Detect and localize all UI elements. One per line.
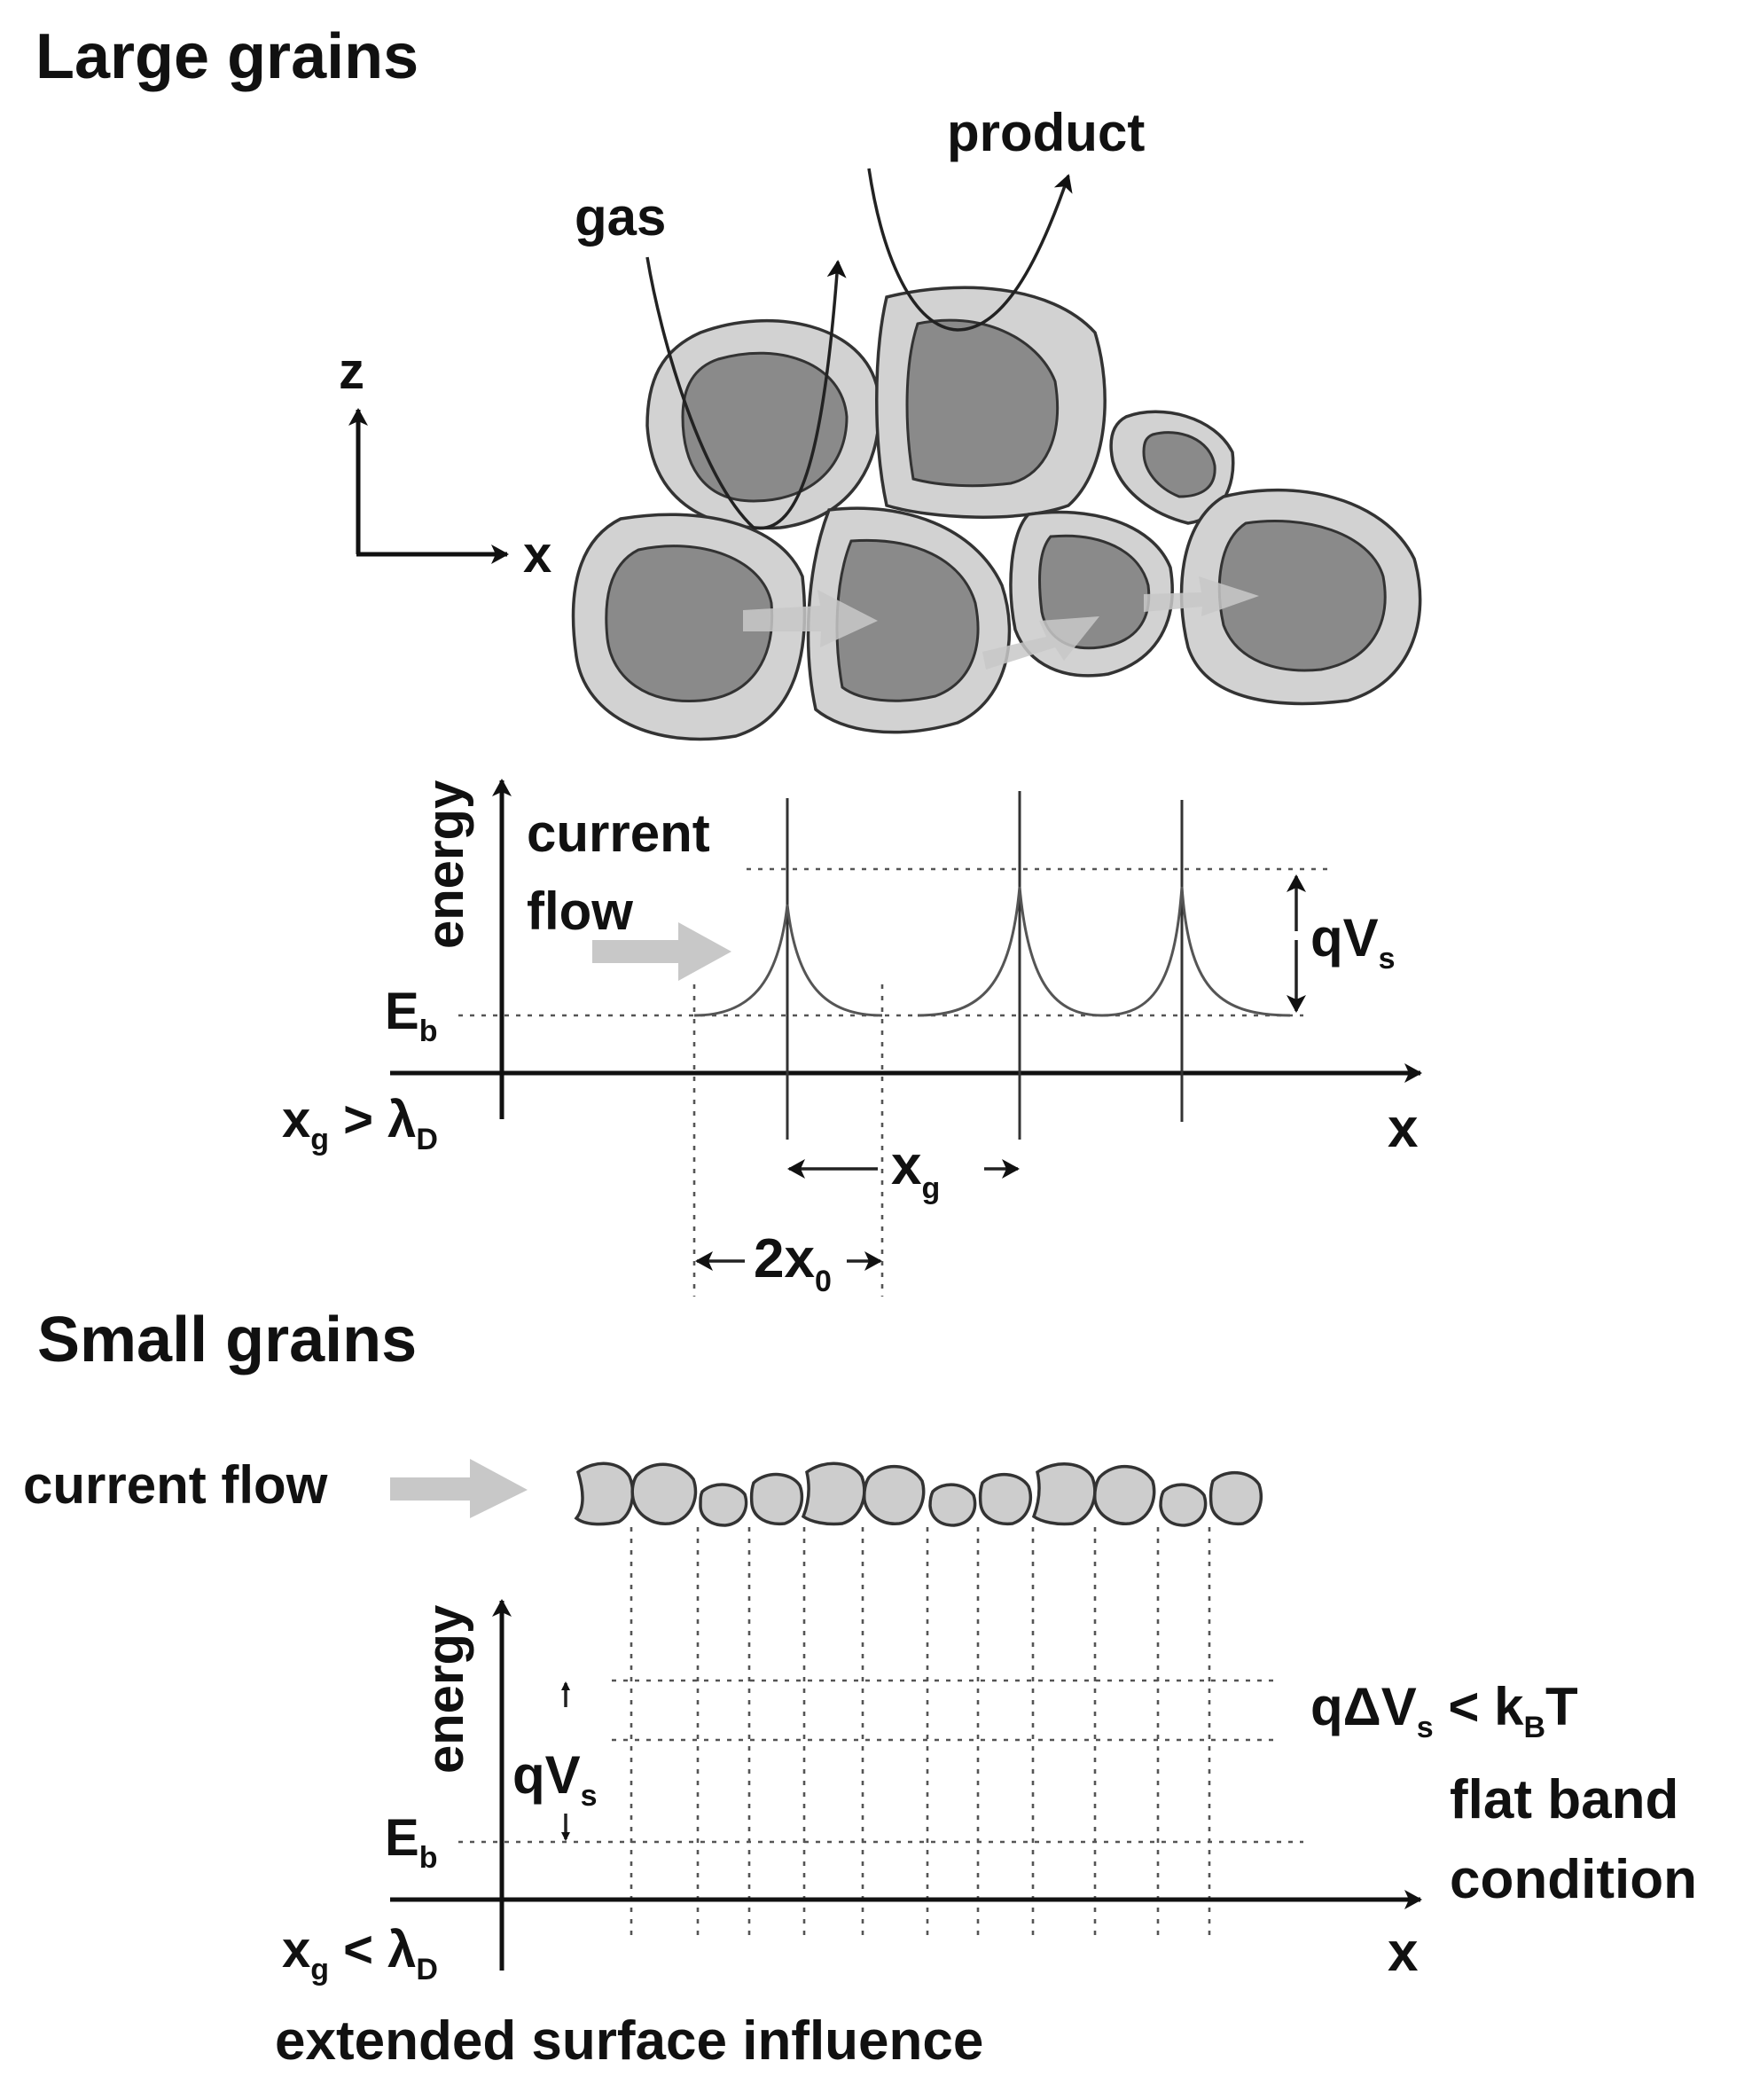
- x-axis-label-small: x: [1388, 1922, 1419, 1983]
- current-flow-label-1: current: [527, 803, 710, 863]
- energy-axis-label: energy: [417, 780, 474, 949]
- x-axis-label: x: [1388, 1098, 1419, 1159]
- x-coordinate-label: x: [523, 526, 551, 584]
- flat-band-label-1: flat band: [1450, 1769, 1678, 1830]
- flat-band-label-2: condition: [1450, 1849, 1697, 1910]
- small-grains-title: Small grains: [37, 1305, 417, 1375]
- qvs-label-small: qVs: [512, 1745, 598, 1813]
- qvs-label: qVs: [1310, 908, 1396, 976]
- delta-qvs-label: qΔVs < kBT: [1310, 1677, 1578, 1744]
- eb-label-small: Eb: [385, 1809, 437, 1875]
- grain: [1109, 410, 1235, 525]
- gas-label: gas: [575, 187, 666, 247]
- xg-label: xg: [891, 1135, 940, 1205]
- grain-current-arrows: [743, 576, 1259, 670]
- small-grain-row: [574, 1461, 1263, 1527]
- extended-surface-caption: extended surface influence: [275, 2010, 983, 2072]
- product-label: product: [947, 103, 1145, 162]
- large-grain-cluster: [571, 286, 1422, 741]
- grain: [1179, 488, 1422, 706]
- grain: [571, 513, 807, 741]
- large-grains-title: Large grains: [35, 21, 418, 92]
- grain: [875, 286, 1107, 519]
- current-flow-arrow: [592, 922, 731, 981]
- eb-label: Eb: [385, 983, 437, 1048]
- z-axis-label: z: [339, 342, 364, 400]
- twox0-label: 2x0: [754, 1228, 832, 1298]
- band-diagram-large: energy current flow Eb qVs xg 2x0 x xg >…: [282, 779, 1422, 1298]
- grain: [806, 506, 1012, 734]
- gas-product-paths: gas product: [575, 103, 1145, 530]
- small-current-flow-arrow: [390, 1459, 528, 1518]
- energy-axis-label: energy: [417, 1605, 474, 1774]
- small-current-flow-label: current flow: [23, 1455, 328, 1515]
- band-diagram-small: energy qVs Eb qΔVs < kBT flat band condi…: [275, 1527, 1697, 2072]
- coordinate-axes: z x: [339, 342, 551, 584]
- large-grain-condition: xg > λD: [282, 1091, 438, 1156]
- current-flow-label-2: flow: [527, 882, 633, 941]
- grain: [645, 318, 881, 530]
- small-grain-condition: xg < λD: [282, 1921, 438, 1986]
